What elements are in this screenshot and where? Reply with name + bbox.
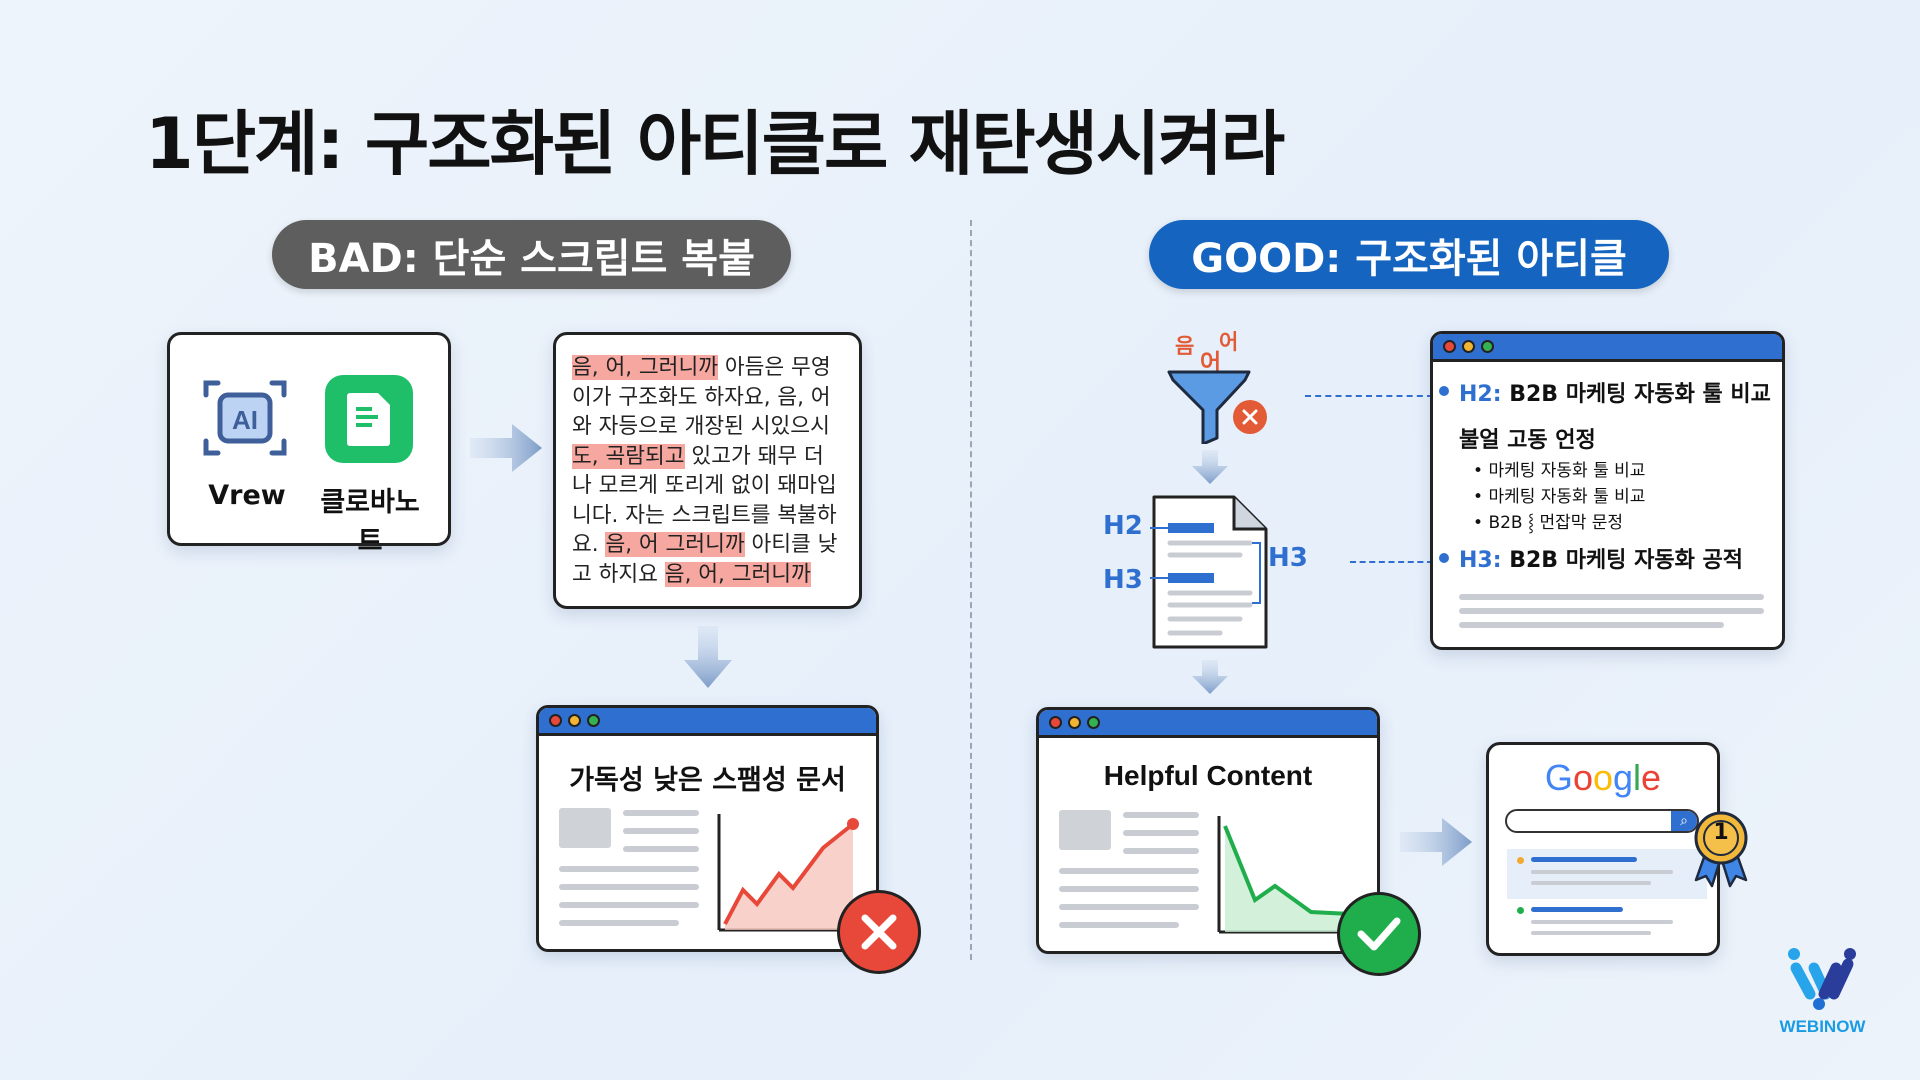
outline-bullet: • 마케팅 자동화 툴 비교 [1473, 487, 1646, 507]
filler-highlight: 음, 어, 그러니까 [664, 561, 811, 587]
google-logo: Google [1544, 757, 1662, 798]
h2-tag: H2: [1459, 382, 1502, 407]
bad-x-icon [837, 890, 921, 974]
rank-badge-icon [1694, 811, 1748, 888]
doc-label-h3: H3 [1103, 565, 1143, 595]
script-text: 있고가 돼무 더 [684, 443, 824, 469]
script-text: 요. [572, 532, 606, 557]
article-outline-window: H2: B2B 마케팅 자동화 툴 비교 불얼 고동 언정 • 마케팅 자동화 … [1430, 331, 1785, 650]
script-line: 이가 구조화도 하자요, 음, 어 [572, 383, 843, 413]
arrow-right-icon [1400, 818, 1472, 866]
good-check-icon [1337, 892, 1421, 976]
funnel-icon [1167, 370, 1251, 444]
outline-subheading: 불얼 고동 언정 [1459, 428, 1596, 453]
search-result[interactable] [1531, 907, 1623, 912]
spam-document-window: 가독성 낮은 스팸성 문서 [536, 705, 879, 952]
spam-document-title: 가독성 낮은 스팸성 문서 [569, 765, 846, 796]
filler-word: 음 [1175, 334, 1195, 358]
webinow-logo-icon [1788, 948, 1856, 1010]
window-titlebar [539, 708, 876, 736]
helpful-content-window: Helpful Content [1036, 707, 1380, 954]
connector-h2 [1305, 395, 1433, 397]
search-input[interactable]: ⌕ [1505, 809, 1699, 833]
script-line: 와 자등으로 개장된 시있으시 [572, 412, 843, 442]
window-titlebar [1039, 710, 1377, 738]
script-line: 음, 어, 그러니까 아듬은 무영 [572, 353, 843, 383]
doc-label-h2: H2 [1103, 511, 1143, 541]
script-text: 아듬은 무영 [718, 355, 831, 380]
google-search-card: Google ⌕ [1486, 742, 1720, 956]
good-label-pill: GOOD: 구조화된 아티클 [1149, 220, 1669, 289]
script-text: 이가 구조화도 하자요, 음, 어 [572, 384, 831, 410]
outline-h3: H3: B2B 마케팅 자동화 공적 [1459, 542, 1743, 574]
filler-highlight: 음, 어 그러니까 [605, 532, 745, 557]
script-text: 나 모르게 또리게 없이 돼마입 [572, 473, 837, 498]
tool-name-clovanote: 클로바노트 [320, 487, 420, 557]
arrow-right-icon [470, 424, 542, 472]
h3-text: B2B 마케팅 자동화 공적 [1509, 548, 1743, 573]
outline-bullet: • 마케팅 자동화 툴 비교 [1473, 461, 1646, 481]
filler-word: 어 [1219, 330, 1239, 354]
script-line: 나 모르게 또리게 없이 돼마입 [572, 471, 843, 501]
ai-icon: AI [202, 375, 288, 461]
arrow-down-icon [1192, 660, 1228, 694]
h3-tag: H3: [1459, 548, 1502, 573]
script-line: 고 하지요 음, 어, 그러니까 [572, 560, 843, 590]
helpful-content-title: Helpful Content [1103, 760, 1313, 791]
declining-spam-chart [1217, 816, 1359, 934]
filler-highlight: 도, 곡람되고 [572, 443, 685, 469]
structured-document-icon [1150, 495, 1268, 649]
tool-name-vrew: Vrew [208, 480, 286, 511]
rank-number: 1 [1713, 820, 1729, 845]
svg-text:AI: AI [232, 405, 258, 435]
bad-label-pill: BAD: 단순 스크립트 복붙 [272, 220, 791, 289]
search-icon[interactable]: ⌕ [1671, 811, 1697, 831]
outline-h2: H2: B2B 마케팅 자동화 툴 비교 [1459, 376, 1771, 408]
section-divider [970, 220, 972, 960]
h2-text: B2B 마케팅 자동화 툴 비교 [1509, 382, 1771, 407]
connector-h3 [1350, 561, 1433, 563]
script-text: 고 하지요 [572, 561, 665, 587]
arrow-down-icon [1192, 450, 1228, 484]
tools-card: AI Vrew 클로바노트 [167, 332, 451, 557]
filler-word: 어 [1200, 350, 1222, 376]
script-text: 와 자등으로 개장된 시있으시 [572, 414, 830, 439]
doc-label-h3-right: H3 [1268, 543, 1308, 573]
document-icon [325, 375, 413, 463]
outline-bullets: • 마케팅 자동화 툴 비교 • 마케팅 자동화 툴 비교 • B2B ⸾ 먼잡… [1473, 458, 1645, 536]
page-title: 1단계: 구조화된 아티클로 재탄생시켜라 [145, 103, 1285, 185]
script-text: 아티클 낮 [744, 532, 838, 557]
filter-remove-icon [1233, 400, 1267, 434]
script-line: 니다. 자는 스크립트를 복불하 [572, 501, 843, 531]
brand-name: WEBINOW [1779, 1017, 1866, 1036]
arrow-down-icon [684, 626, 732, 688]
filler-highlight: 음, 어, 그러니까 [572, 355, 719, 380]
window-titlebar [1433, 334, 1782, 362]
rising-spam-chart [717, 814, 859, 932]
outline-bullet: • B2B ⸾ 먼잡막 문정 [1473, 513, 1624, 533]
script-line: 도, 곡람되고 있고가 돼무 더 [572, 442, 843, 472]
script-text: 니다. 자는 스크립트를 복불하 [572, 502, 837, 528]
script-line: 요. 음, 어 그러니까 아티클 낮 [572, 530, 843, 560]
